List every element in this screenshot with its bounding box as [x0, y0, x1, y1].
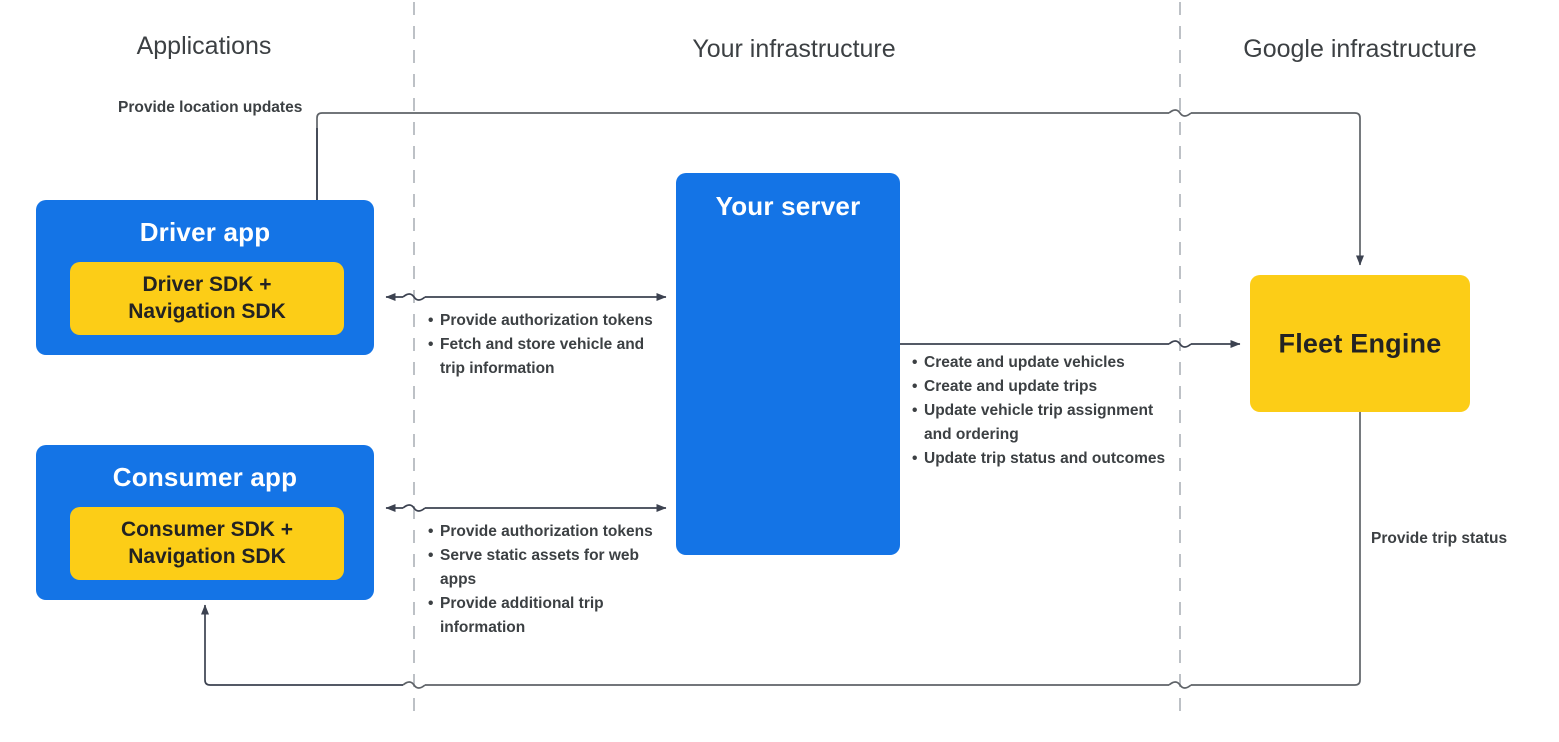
consumer-sdk-label: Consumer SDK +Navigation SDK	[120, 517, 294, 568]
wire-driver-server	[385, 293, 667, 301]
your-server-title: Your server	[715, 191, 861, 221]
bullet-item: Update vehicle trip assignment and order…	[912, 399, 1170, 447]
bullets-server-fleet: Create and update vehiclesCreate and upd…	[912, 351, 1170, 471]
bullets-consumer-server: Provide authorization tokensServe static…	[428, 520, 658, 640]
node-driver-sdk[interactable]: Driver SDK +Navigation SDK	[70, 262, 344, 335]
wire-consumer-server	[385, 504, 667, 512]
driver-sdk-label: Driver SDK +Navigation SDK	[128, 272, 286, 323]
bullet-item: Fetch and store vehicle and trip informa…	[428, 333, 668, 381]
column-header-google-infrastructure: Google infrastructure	[1243, 35, 1477, 63]
fleet-engine-title: Fleet Engine	[1278, 328, 1442, 358]
consumer-app-title: Consumer app	[112, 462, 298, 492]
node-consumer-sdk[interactable]: Consumer SDK +Navigation SDK	[70, 507, 344, 580]
bullets-driver-server: Provide authorization tokensFetch and st…	[428, 309, 668, 381]
bullet-item: Provide additional trip information	[428, 592, 658, 640]
bullet-item: Update trip status and outcomes	[912, 447, 1170, 471]
bullet-item: Create and update trips	[912, 375, 1170, 399]
node-your-server[interactable]: Your server	[676, 173, 900, 555]
column-header-your-infrastructure: Your infrastructure	[692, 35, 896, 63]
bullet-item: Provide authorization tokens	[428, 309, 668, 333]
label-provide-trip-status: Provide trip status	[1371, 530, 1508, 547]
label-provide-location-updates: Provide location updates	[118, 99, 303, 116]
bullet-item: Create and update vehicles	[912, 351, 1170, 375]
bullet-item: Provide authorization tokens	[428, 520, 658, 544]
node-fleet-engine[interactable]: Fleet Engine	[1250, 275, 1470, 412]
bullet-item: Serve static assets for web apps	[428, 544, 658, 592]
column-header-applications: Applications	[136, 32, 272, 60]
wire-server-fleet	[900, 340, 1241, 348]
driver-app-title: Driver app	[139, 217, 271, 247]
